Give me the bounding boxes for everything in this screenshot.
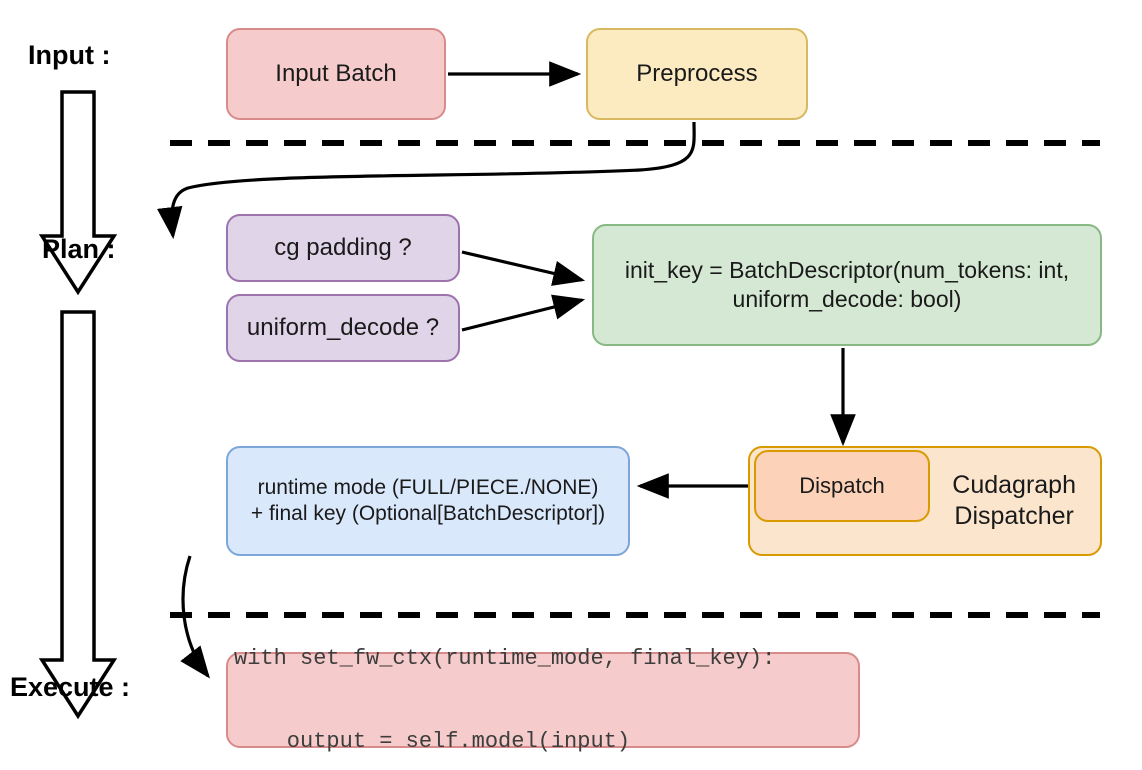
node-preprocess[interactable]: Preprocess bbox=[586, 28, 808, 120]
stage-label-plan: Plan : bbox=[42, 234, 116, 264]
node-execute-code-line1: with set_fw_ctx(runtime_mode, final_key)… bbox=[234, 646, 776, 671]
node-runtime-mode-text: runtime mode (FULL/PIECE./NONE) + final … bbox=[251, 475, 605, 528]
node-dispatch[interactable]: Dispatch bbox=[754, 450, 930, 522]
node-uniform-decode[interactable]: uniform_decode ? bbox=[226, 294, 460, 362]
node-runtime-mode[interactable]: runtime mode (FULL/PIECE./NONE) + final … bbox=[226, 446, 630, 556]
node-runtime-mode-line2: + final key (Optional[BatchDescriptor]) bbox=[250, 502, 606, 525]
node-cudagraph-dispatcher-line1: Cudagraph bbox=[952, 470, 1076, 499]
node-init-key[interactable]: init_key = BatchDescriptor(num_tokens: i… bbox=[592, 224, 1102, 346]
node-execute-code-line2: output = self.model(input) bbox=[234, 728, 631, 754]
node-preprocess-label: Preprocess bbox=[636, 60, 758, 87]
stage-label-execute: Execute : bbox=[10, 672, 131, 702]
node-input-batch-label: Input Batch bbox=[275, 60, 397, 87]
node-dispatch-label: Dispatch bbox=[799, 473, 885, 499]
node-cg-padding[interactable]: cg padding ? bbox=[226, 214, 460, 282]
stage-label-input: Input : bbox=[28, 40, 111, 70]
edge-runtime-mode-to-execute-code bbox=[180, 555, 210, 679]
node-init-key-text: init_key = BatchDescriptor(num_tokens: i… bbox=[625, 256, 1069, 314]
node-input-batch[interactable]: Input Batch bbox=[226, 28, 446, 120]
node-cudagraph-dispatcher-text: Cudagraph Dispatcher bbox=[952, 470, 1076, 533]
node-execute-code-text: with set_fw_ctx(runtime_mode, final_key)… bbox=[234, 590, 775, 770]
node-init-key-line1: init_key = BatchDescriptor(num_tokens: i… bbox=[624, 257, 1070, 284]
node-init-key-line2: uniform_decode: bool) bbox=[732, 286, 962, 312]
edge-uniform-decode-to-init-key bbox=[461, 294, 586, 332]
stage-arrow-input-to-plan-icon bbox=[38, 90, 118, 296]
edge-cg-padding-to-init-key bbox=[461, 250, 586, 286]
node-execute-code[interactable]: with set_fw_ctx(runtime_mode, final_key)… bbox=[226, 646, 860, 754]
node-cg-padding-label: cg padding ? bbox=[274, 234, 412, 261]
node-runtime-mode-line1: runtime mode (FULL/PIECE./NONE) bbox=[257, 475, 599, 499]
node-uniform-decode-label: uniform_decode ? bbox=[246, 314, 440, 341]
stage-arrow-plan-to-execute-icon bbox=[38, 310, 118, 720]
edge-preprocess-to-cg-padding bbox=[156, 121, 696, 240]
node-cudagraph-dispatcher-line2: Dispatcher bbox=[954, 502, 1074, 530]
